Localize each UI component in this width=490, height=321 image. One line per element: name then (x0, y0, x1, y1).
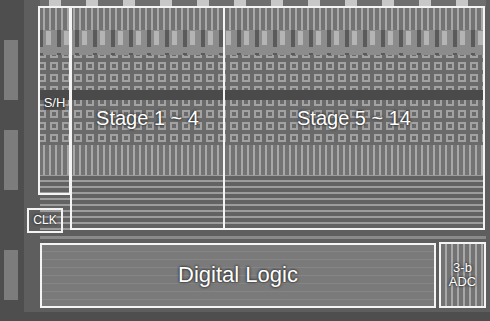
region-label: 3-b ADC (444, 261, 481, 290)
left-pad (4, 40, 18, 100)
routing-band (40, 90, 484, 100)
stage-block: Stage 5 ~ 14 (223, 6, 485, 230)
left-pad (4, 250, 18, 300)
region-label: Stage 1 ~ 4 (96, 107, 199, 129)
routing-line (40, 236, 486, 239)
adc-area (439, 242, 486, 308)
sample-hold-block: S/H (38, 6, 71, 195)
routing-band (40, 175, 484, 230)
bottom-strip (24, 312, 490, 321)
circuit-band (40, 8, 484, 30)
region-label: CLK (33, 214, 56, 227)
adc-block: 3-b ADC (439, 242, 486, 308)
clock-block: CLK (27, 208, 63, 233)
region-label: Digital Logic (178, 263, 298, 287)
circuit-band (40, 145, 484, 175)
stage-block: Stage 1 ~ 4 (70, 6, 225, 230)
left-pad (4, 130, 18, 190)
region-label: Stage 5 ~ 14 (297, 107, 411, 129)
logic-area (40, 243, 436, 308)
region-label: S/H (44, 96, 66, 110)
capacitor-band (40, 100, 484, 145)
capacitor-band (40, 55, 484, 90)
circuit-band (40, 30, 484, 55)
left-strip (0, 0, 24, 321)
logic-block: Digital Logic (40, 243, 436, 308)
